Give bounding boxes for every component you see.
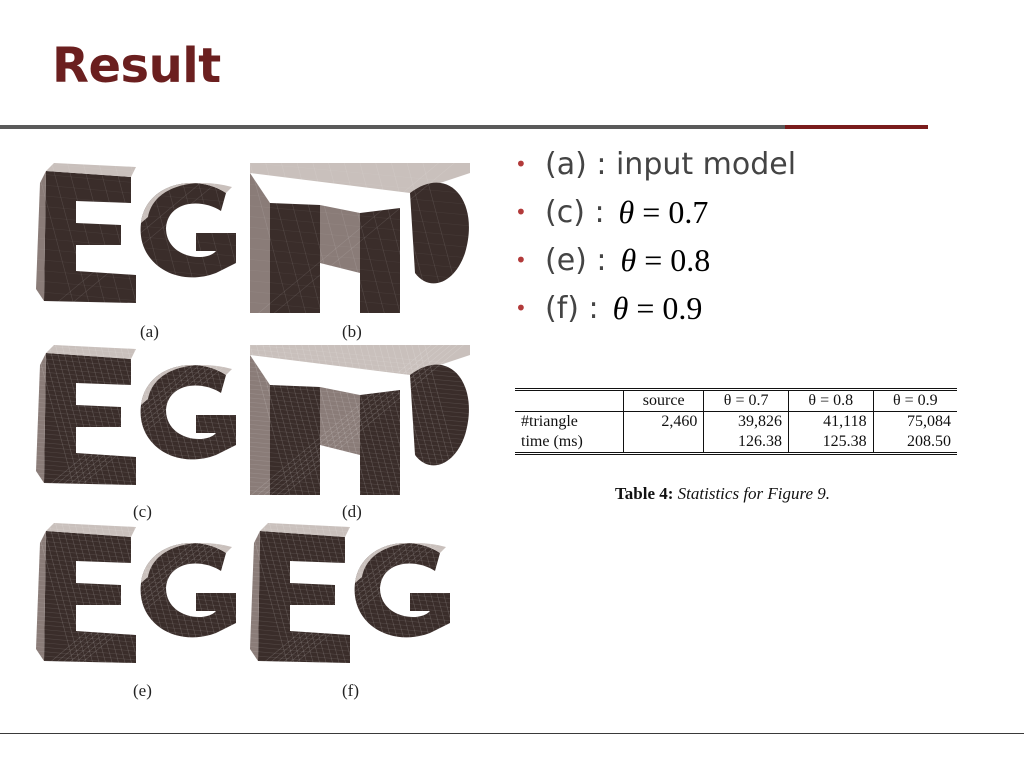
bullet-item: • (f) : θ = 0.9 — [515, 284, 796, 332]
bullet-text: (e) : — [545, 242, 607, 278]
bullet-dot: • — [515, 200, 527, 224]
table-cell: time (ms) — [521, 433, 583, 450]
table-cell: 39,826 — [703, 411, 789, 432]
mesh-figure-image — [36, 163, 256, 313]
figure-caption: (f) — [342, 681, 359, 700]
table-header-row: source θ = 0.7 θ = 0.8 θ = 0.9 — [515, 389, 957, 412]
figure-caption: (d) — [342, 502, 362, 521]
bullet-item: • (a) : input model — [515, 140, 796, 188]
table-cell: 41,118 — [787, 411, 874, 432]
mesh-figure-image — [36, 345, 256, 495]
footer-divider — [0, 733, 1024, 734]
mesh-figure-image — [36, 523, 256, 673]
slide-title: Result — [52, 38, 221, 94]
mesh-figure-image — [250, 163, 470, 313]
title-divider — [0, 125, 790, 129]
bullet-text: (c) : — [545, 194, 605, 230]
table-caption: Table 4: Statistics for Figure 9. — [615, 484, 831, 503]
table-cell: 208.50 — [872, 432, 957, 454]
bullet-text: (f) : — [545, 290, 599, 326]
figure-caption: (b) — [342, 322, 362, 341]
figure-caption: (a) — [140, 322, 159, 341]
bullet-item: • (e) : θ = 0.8 — [515, 236, 796, 284]
table-cell — [622, 432, 704, 454]
mesh-figure-image — [250, 523, 470, 673]
figure-caption: (e) — [133, 681, 152, 700]
table-cell: 75,084 — [872, 411, 957, 432]
statistics-table: source θ = 0.7 θ = 0.8 θ = 0.9 #triangle… — [515, 388, 957, 455]
bullet-math: θ = 0.8 — [620, 241, 711, 278]
bullet-text: (a) : input model — [545, 146, 797, 182]
table-cell: #triangle — [521, 413, 578, 430]
bullet-math: θ = 0.9 — [612, 289, 703, 326]
table-header: source — [622, 389, 704, 412]
table-header: θ = 0.7 — [703, 389, 789, 412]
mesh-figure-image — [250, 345, 470, 495]
table-header: θ = 0.8 — [787, 389, 874, 412]
bullet-dot: • — [515, 248, 527, 272]
table-cell: 125.38 — [787, 432, 874, 454]
bullet-dot: • — [515, 152, 527, 176]
table-cell: 126.38 — [703, 432, 789, 454]
statistics-table-container: source θ = 0.7 θ = 0.8 θ = 0.9 #triangle… — [515, 388, 957, 455]
bullet-list: • (a) : input model • (c) : θ = 0.7 • (e… — [515, 140, 796, 332]
figure-caption: (c) — [133, 502, 152, 521]
table-row: time (ms) 126.38 125.38 208.50 — [515, 432, 957, 454]
table-cell: 2,460 — [622, 411, 704, 432]
bullet-math: θ = 0.7 — [618, 193, 709, 230]
table-header — [515, 389, 624, 412]
table-row: #triangle 2,460 39,826 41,118 75,084 — [515, 411, 957, 432]
bullet-item: • (c) : θ = 0.7 — [515, 188, 796, 236]
title-divider-accent — [785, 125, 928, 129]
bullet-dot: • — [515, 296, 527, 320]
table-header: θ = 0.9 — [872, 389, 957, 412]
